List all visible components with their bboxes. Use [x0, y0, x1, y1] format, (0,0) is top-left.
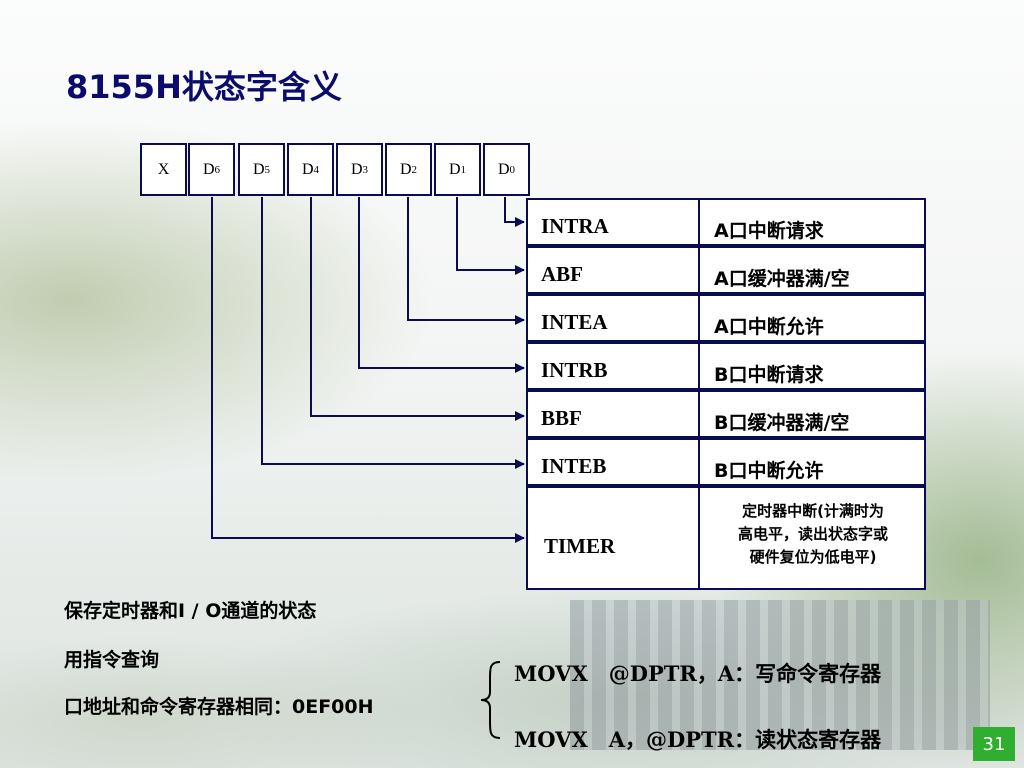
bit-label: D — [252, 160, 265, 178]
row-meaning: A口中断允许 — [714, 316, 824, 338]
row-name: INTRA — [541, 214, 609, 238]
bit-subscript: 6 — [214, 163, 221, 176]
connector-d4 — [310, 197, 525, 421]
status-row-intra: INTRA A口中断请求 — [526, 198, 926, 246]
row-meaning: A口缓冲器满/空 — [714, 268, 850, 290]
bit-subscript: 5 — [264, 163, 271, 176]
row-name: ABF — [541, 262, 583, 286]
row-name: INTRB — [541, 358, 608, 382]
status-row-inteb: INTEB B口中断允许 — [526, 438, 926, 486]
row-meaning: 定时器中断(计满时为 高电平，读出状态字或 硬件复位为低电平) — [700, 500, 926, 569]
row-name: BBF — [541, 406, 582, 430]
command-read: MOVX A，@DPTR：读状态寄存器 — [514, 727, 882, 752]
bit-label: D — [350, 160, 363, 178]
note-line: 保存定时器和I / O通道的状态 — [64, 600, 317, 622]
row-divider — [698, 200, 700, 244]
bit-label: D — [497, 160, 510, 178]
row-divider — [698, 296, 700, 340]
bit-subscript: 4 — [313, 163, 320, 176]
row-divider — [698, 248, 700, 292]
row-divider — [698, 392, 700, 436]
row-meaning: A口中断请求 — [714, 220, 824, 242]
command-write: MOVX @DPTR，A：写命令寄存器 — [514, 661, 882, 686]
connector-d2 — [407, 197, 525, 325]
page-number-badge: 31 — [973, 727, 1015, 761]
meaning-line: 高电平，读出状态字或 — [737, 525, 888, 543]
bit-cell-x: X — [140, 143, 187, 196]
row-meaning: B口中断允许 — [714, 460, 824, 482]
connector-d5 — [261, 197, 525, 469]
bit-label: D — [301, 160, 314, 178]
bit-label: D — [448, 160, 461, 178]
connector-d6 — [211, 197, 525, 543]
row-divider — [698, 488, 700, 588]
bit-subscript: 2 — [411, 163, 418, 176]
row-name: INTEA — [541, 310, 608, 334]
bit-label: X — [157, 160, 170, 178]
bit-label: D — [202, 160, 215, 178]
bit-subscript: 3 — [362, 163, 369, 176]
slide-title: 8155H状态字含义 — [66, 68, 342, 106]
connector-d3 — [358, 197, 525, 373]
connector-d1 — [456, 197, 525, 275]
status-row-abf: ABF A口缓冲器满/空 — [526, 246, 926, 294]
status-row-bbf: BBF B口缓冲器满/空 — [526, 390, 926, 438]
connector-d0 — [504, 197, 525, 227]
note-line: 用指令查询 — [64, 649, 160, 671]
row-name: INTEB — [541, 454, 607, 478]
row-meaning: B口中断请求 — [714, 364, 824, 386]
meaning-line: 定时器中断(计满时为 — [742, 502, 884, 520]
status-row-intea: INTEA A口中断允许 — [526, 294, 926, 342]
bit-subscript: 0 — [509, 163, 516, 176]
bit-label: D — [399, 160, 412, 178]
curly-brace — [480, 661, 501, 739]
row-divider — [698, 440, 700, 484]
status-row-timer: TIMER 定时器中断(计满时为 高电平，读出状态字或 硬件复位为低电平) — [526, 486, 926, 590]
row-meaning: B口缓冲器满/空 — [714, 412, 850, 434]
row-name: TIMER — [544, 534, 616, 558]
meaning-line: 硬件复位为低电平) — [749, 548, 877, 566]
note-line: 口地址和命令寄存器相同：0EF00H — [64, 696, 374, 718]
row-divider — [698, 344, 700, 388]
status-row-intrb: INTRB B口中断请求 — [526, 342, 926, 390]
bit-subscript: 1 — [460, 163, 467, 176]
